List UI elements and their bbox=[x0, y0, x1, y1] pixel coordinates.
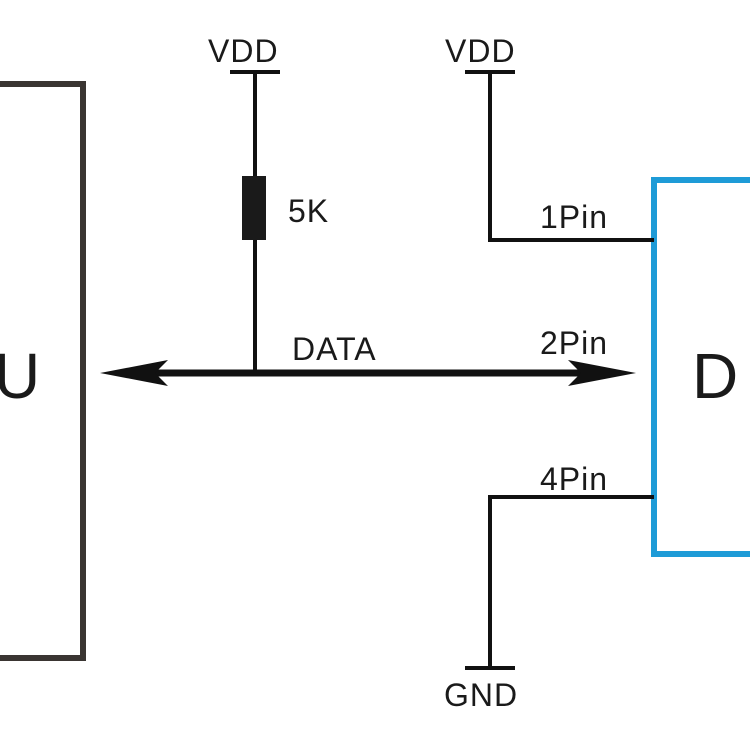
sensor-label: D bbox=[692, 340, 738, 412]
pin1-wire bbox=[488, 72, 654, 242]
pin2-label: 2Pin bbox=[540, 325, 608, 361]
data-arrow-right bbox=[568, 360, 636, 386]
data-arrow-left bbox=[100, 360, 168, 386]
resistor-label: 5K bbox=[288, 193, 329, 229]
data-label: DATA bbox=[292, 331, 377, 367]
pin4-label: 4Pin bbox=[540, 461, 608, 497]
gnd-label: GND bbox=[444, 677, 518, 713]
pin1-label: 1Pin bbox=[540, 199, 608, 235]
pin4-wire bbox=[488, 495, 654, 668]
mcu-block bbox=[0, 81, 86, 661]
resistor-5k bbox=[242, 176, 266, 240]
vdd-right-label: VDD bbox=[445, 33, 516, 69]
mcu-label: U bbox=[0, 340, 40, 412]
vdd-left-label: VDD bbox=[208, 33, 279, 69]
sensor-block bbox=[651, 177, 750, 557]
